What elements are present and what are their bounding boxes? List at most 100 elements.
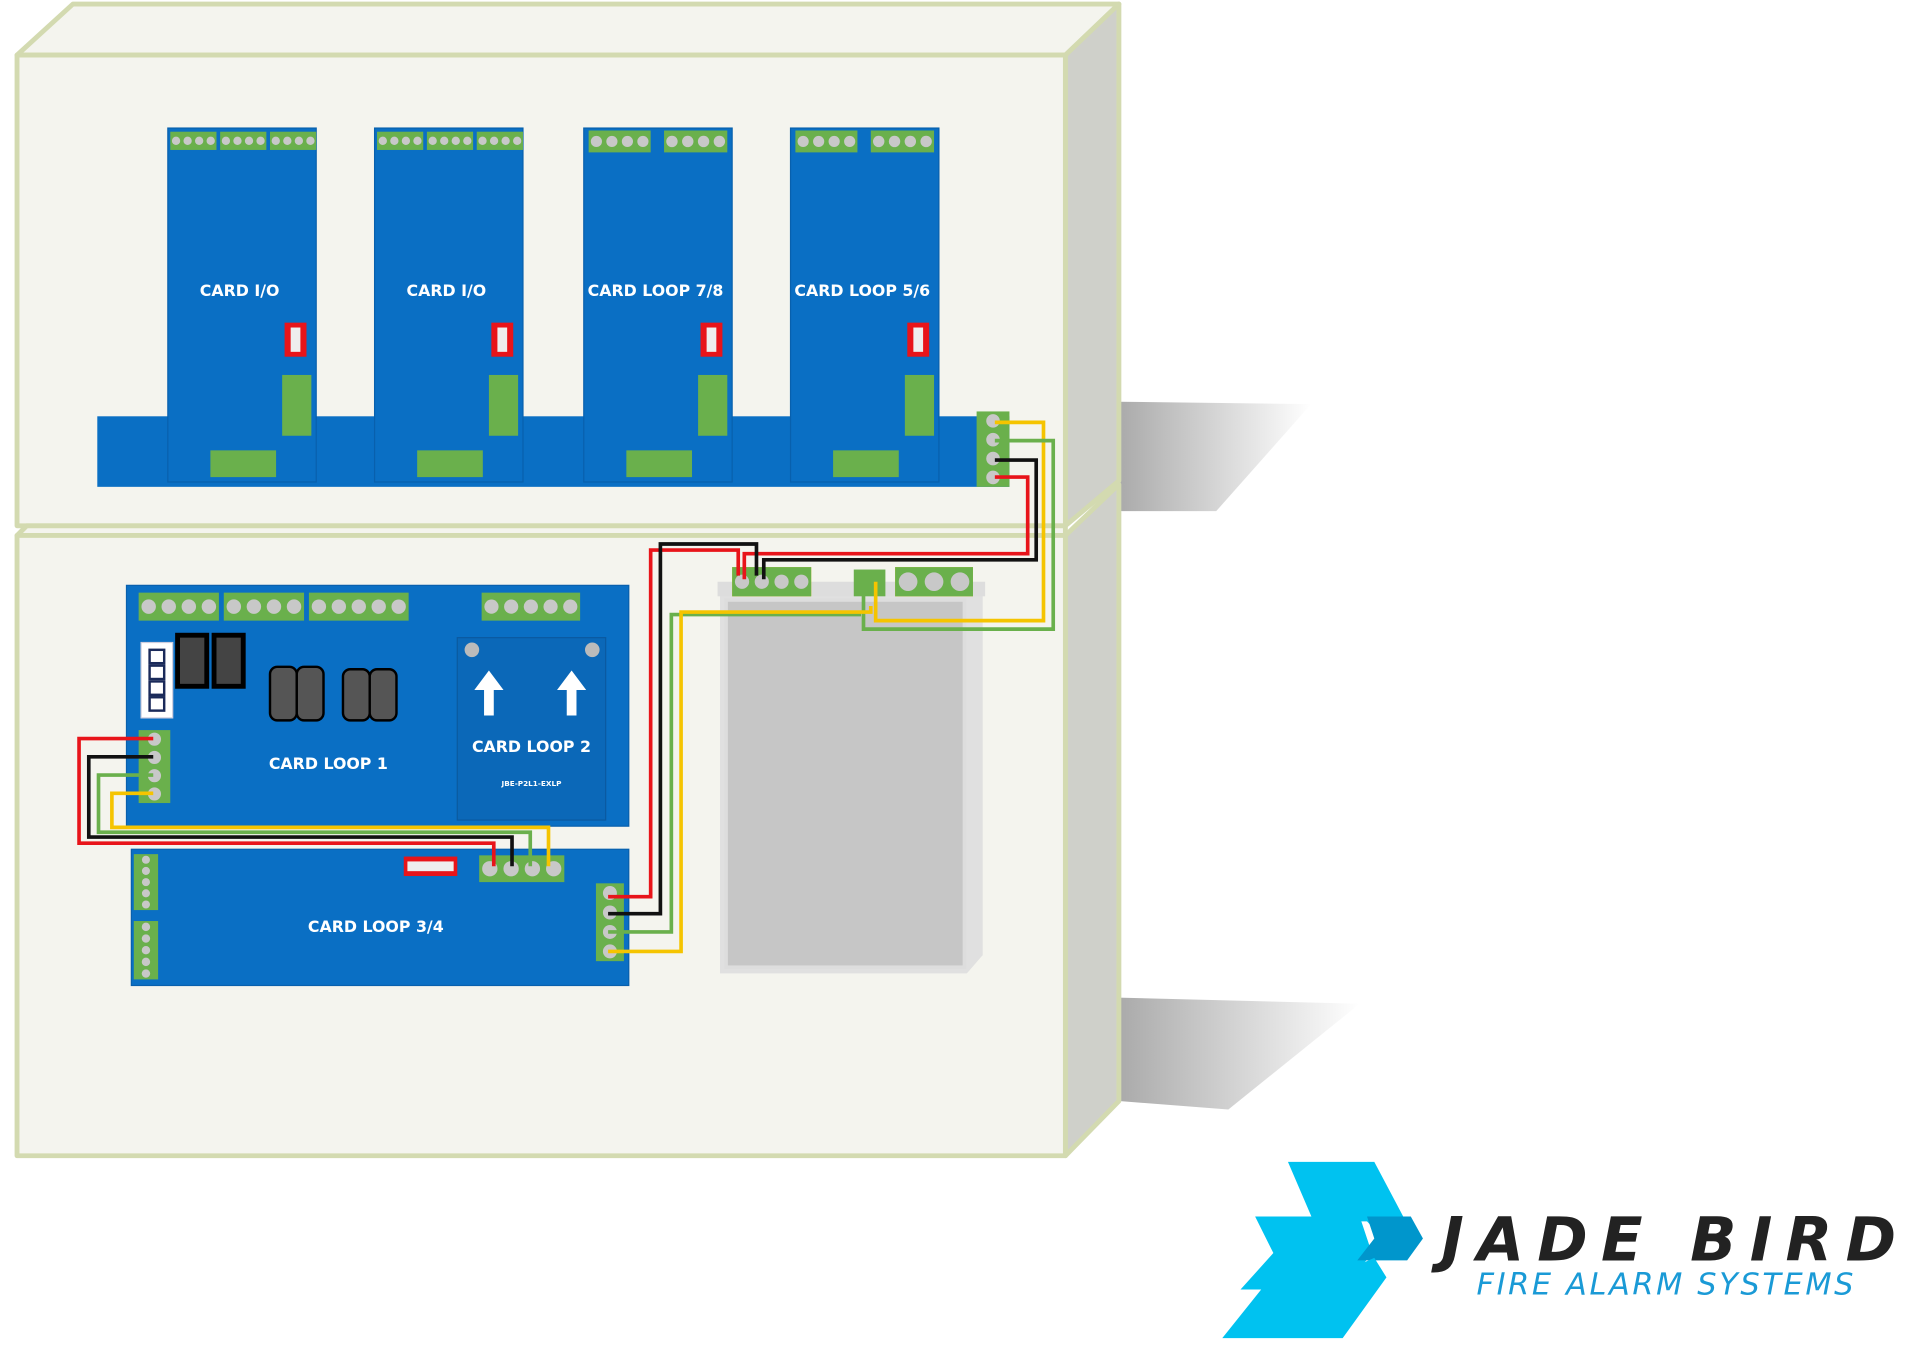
terminal-block (220, 131, 267, 150)
terminal-block-body (476, 131, 523, 150)
battery (717, 581, 986, 974)
header-pin (148, 680, 166, 697)
terminal-screw (371, 599, 386, 614)
terminal-block (308, 592, 409, 621)
terminal-screw (713, 135, 726, 148)
terminal-screw (194, 136, 204, 145)
terminal-screw (898, 572, 918, 592)
terminal-screw (484, 599, 499, 614)
terminal-screw (246, 599, 262, 614)
terminal-block-body (870, 130, 935, 153)
terminal-block (133, 854, 159, 911)
jade-bird-logo: JADE BIRD FIRE ALARM SYSTEMS (1222, 1161, 1896, 1339)
dip-switch-body (706, 327, 717, 352)
terminal-screw (141, 889, 150, 898)
connector-block (210, 450, 277, 478)
wire-green (608, 612, 862, 934)
terminal-screw (543, 599, 558, 614)
terminal-screw (181, 599, 197, 614)
terminal-screw (378, 136, 387, 145)
connector-block (904, 374, 935, 436)
terminal-screw (986, 451, 1000, 466)
cabinet-shadow-bottom (1118, 997, 1360, 1110)
wire-black (86, 755, 514, 867)
terminal-screw (390, 136, 399, 145)
terminal-block (588, 130, 651, 153)
card-2: CARD I/O (373, 127, 524, 483)
terminal-screw (141, 934, 151, 943)
terminal-screw (271, 136, 280, 145)
terminal-screw (147, 787, 162, 801)
terminal-screw (221, 136, 231, 145)
terminal-screw (844, 135, 856, 148)
card-loop-1-label: CARD LOOP 1 (269, 754, 388, 773)
terminal-block (870, 130, 935, 153)
wire-green (96, 773, 533, 867)
header-pin (148, 664, 166, 681)
terminal-screw (201, 599, 217, 614)
wire-yellow (608, 606, 873, 954)
terminal-screw (986, 414, 1000, 428)
logo-tagline: FIRE ALARM SYSTEMS (1476, 1267, 1855, 1302)
terminal-screw (141, 946, 151, 955)
terminal-screw (171, 136, 181, 145)
terminal-screw (794, 574, 809, 589)
wire-black (608, 542, 759, 916)
terminal-screw (621, 135, 633, 148)
terminal-screw (523, 599, 538, 614)
card-loop-2-label: CARD LOOP 2 (472, 737, 591, 756)
terminal-block (795, 130, 858, 153)
terminal-block-body (426, 131, 474, 150)
terminal-block (138, 730, 171, 804)
terminal-screw (950, 572, 970, 592)
terminal-screw (311, 599, 327, 614)
connector-block (626, 450, 693, 478)
terminal-screw (141, 866, 150, 875)
terminal-screw (147, 750, 162, 765)
terminal-screw (306, 136, 315, 145)
connector-block (282, 374, 312, 436)
terminal-screw (147, 769, 162, 783)
card-4: CARD LOOP 5/6 (789, 127, 940, 483)
terminal-screw (813, 135, 825, 148)
dip-switch-body (407, 861, 454, 872)
card-1: CARD I/O (167, 127, 317, 483)
terminal-block (170, 131, 217, 150)
card-loop-2-model: JBE-P2L1-EXLP (501, 779, 563, 788)
terminal-screw (873, 135, 885, 148)
terminal-screw (141, 969, 151, 978)
logo-chevron (1240, 1216, 1372, 1290)
terminal-screw (797, 135, 809, 148)
card-label: CARD LOOP 7/8 (588, 281, 724, 300)
terminal-screw (920, 135, 932, 148)
terminal-block (377, 131, 424, 150)
wire-red (77, 736, 496, 867)
terminal-screw (774, 574, 789, 589)
logo-chevron (1357, 1216, 1423, 1261)
terminal-screw (256, 136, 265, 145)
terminal-screw (463, 136, 472, 145)
logo-chevron (1222, 1257, 1387, 1339)
header-pin (148, 648, 166, 665)
card-3: CARD LOOP 7/8 (583, 127, 733, 483)
terminal-block (269, 131, 317, 150)
terminal-screw (440, 136, 449, 145)
connector-block (833, 450, 899, 478)
terminal-block (223, 592, 305, 621)
terminal-screw (590, 135, 602, 148)
terminal-screw (141, 922, 151, 932)
terminal-screw (141, 878, 150, 887)
card-loop-34-label: CARD LOOP 3/4 (308, 917, 444, 936)
terminal-screw (451, 136, 460, 145)
terminal-block-body (170, 131, 217, 150)
capacitor (268, 665, 398, 722)
card-loop-2-board (456, 637, 607, 821)
terminal-screw (697, 135, 710, 148)
terminal-screw (206, 136, 215, 145)
terminal-screw (286, 599, 302, 614)
cabinet-shadow-top (1118, 401, 1312, 512)
terminal-screw (351, 599, 366, 614)
terminal-screw (504, 599, 519, 614)
terminal-screw (501, 136, 510, 145)
